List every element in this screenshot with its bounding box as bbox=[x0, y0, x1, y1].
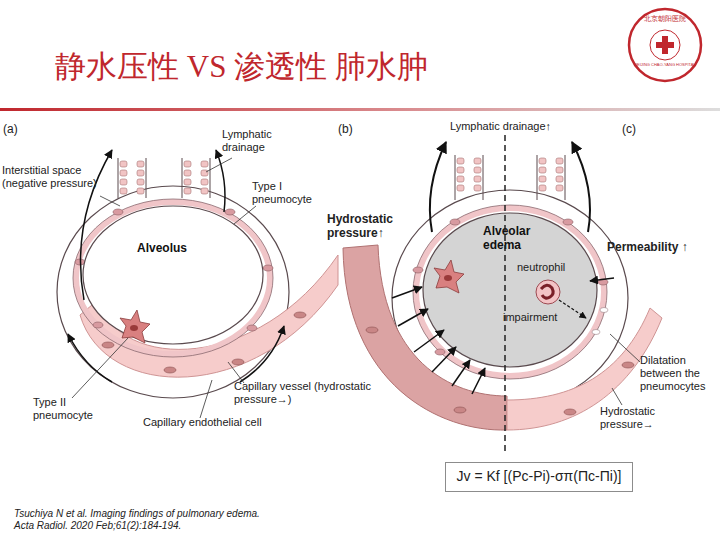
pressure-arrows bbox=[392, 278, 614, 394]
part-label: Type II pneumocyte bbox=[33, 396, 105, 422]
leader-lines bbox=[72, 158, 640, 418]
part-label: Lymphatic drainage bbox=[222, 128, 294, 154]
formula-box: Jv = Kf [(Pc-Pi)-σπ(Πc-Πi)] bbox=[445, 462, 633, 492]
alveolus-a-illustration bbox=[57, 150, 338, 398]
logo-text: BEIJING CHAO-YANG HOSPITAL bbox=[628, 63, 702, 68]
alveolus-b-illustration bbox=[343, 142, 662, 430]
part-label: impairment bbox=[503, 311, 583, 324]
logo-text: 北京朝阳医院 bbox=[632, 15, 698, 23]
hospital-logo bbox=[629, 9, 701, 81]
part-label: neutrophil bbox=[517, 261, 587, 274]
mechanism-label: Permeability ↑ bbox=[607, 240, 719, 254]
part-label: Lymphatic drainage↑ bbox=[450, 120, 590, 133]
ellipse-shape bbox=[83, 206, 263, 344]
alveolus-shape: Alveolus bbox=[82, 205, 264, 345]
ellipse-shape bbox=[423, 213, 597, 367]
type-ii-cell bbox=[120, 310, 150, 343]
panel-letter: (a) bbox=[3, 122, 33, 136]
part-label: Capillary vessel (hydrostatic pressure→) bbox=[234, 380, 374, 406]
part-label: Dilatation between the pneumocytes bbox=[640, 354, 720, 394]
panel-letter: (c) bbox=[622, 122, 652, 136]
mechanism-label: Hydrostatic pressure↑ bbox=[327, 212, 412, 241]
part-label: Capillary endothelial cell bbox=[143, 416, 313, 429]
part-label: Type I pneumocyte bbox=[252, 180, 324, 206]
neutrophil-cell bbox=[536, 280, 560, 304]
citation-caption: Tsuchiya N et al. Imaging findings of pu… bbox=[14, 508, 264, 532]
divider-line bbox=[504, 135, 506, 455]
ellipse-outline bbox=[82, 205, 264, 345]
type-ii-cell bbox=[434, 260, 464, 293]
slide-title: 静水压性 VS 渗透性 肺水肿 bbox=[55, 50, 428, 84]
title-rule bbox=[0, 108, 720, 111]
wall-gap bbox=[592, 308, 608, 335]
formula-text: Jv = Kf [(Pc-Pi)-σπ(Πc-Πi)] bbox=[446, 463, 632, 489]
part-label: Interstitial space (negative pressure) bbox=[2, 164, 117, 190]
edema-alveolus-shape: Alveolar edema bbox=[422, 212, 598, 368]
alveolus-label: Alveolus bbox=[137, 241, 217, 255]
part-label: Hydrostatic pressure→ bbox=[600, 405, 674, 431]
migration-arrow bbox=[559, 300, 586, 318]
panel-letter: (b) bbox=[338, 122, 368, 136]
edema-label: Alveolar edema bbox=[483, 224, 547, 253]
